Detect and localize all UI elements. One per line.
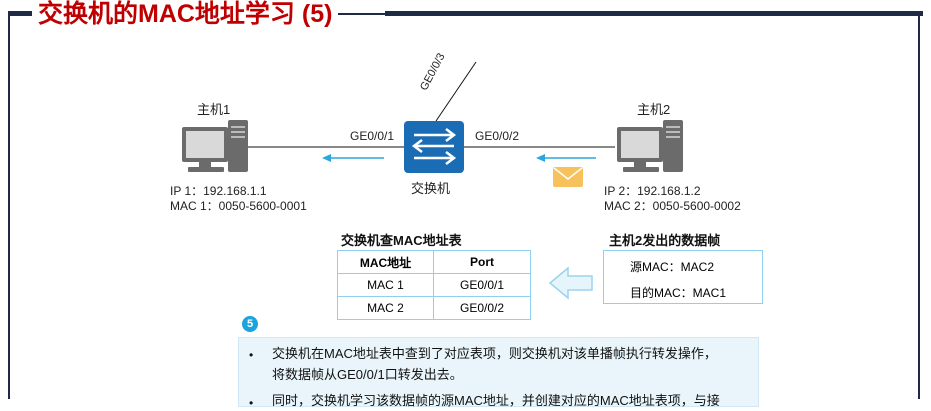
arrow-left-icon xyxy=(536,154,596,162)
switch-label: 交换机 xyxy=(411,181,451,196)
notes-box: • 交换机在MAC地址表中查到了对应表项，则交换机对该单播帧执行转发操作， 将数… xyxy=(238,337,759,410)
link-uplink xyxy=(435,61,477,122)
table-header-cell: MAC地址 xyxy=(337,250,434,274)
data-frame-src: 源MAC：MAC2 xyxy=(630,260,715,274)
port-left-label: GE0/0/1 xyxy=(350,129,395,143)
computer-icon xyxy=(182,120,248,172)
data-frame-dst: 目的MAC：MAC1 xyxy=(630,286,727,300)
note-line-2: 将数据帧从GE0/0/1口转发出去。 xyxy=(272,367,463,382)
table-cell: GE0/0/2 xyxy=(433,296,531,320)
table-cell: GE0/0/1 xyxy=(433,273,531,297)
table-row: MAC 1 GE0/0/1 xyxy=(337,273,531,297)
host1-mac: MAC 1：0050-5600-0001 xyxy=(170,199,307,213)
host2-mac: MAC 2：0050-5600-0002 xyxy=(604,199,741,213)
host2-ip: IP 2：192.168.1.2 xyxy=(604,184,701,198)
computer-icon xyxy=(617,120,683,172)
table-cell: MAC 2 xyxy=(337,296,434,320)
table-header-cell: Port xyxy=(433,250,531,274)
title-bar: 交换机的MAC地址学习 (5) xyxy=(32,0,339,28)
arrow-left-icon xyxy=(322,154,384,162)
host2-name: 主机2 xyxy=(637,102,671,117)
host1-name: 主机1 xyxy=(197,102,231,117)
mac-table-title: 交换机查MAC地址表 xyxy=(341,233,462,248)
bullet-icon: • xyxy=(249,396,254,410)
port-right-label: GE0/0/2 xyxy=(475,129,520,143)
switch-icon xyxy=(404,121,464,173)
mac-address-table: MAC地址 Port MAC 1 GE0/0/1 MAC 2 GE0/0/2 xyxy=(337,250,531,320)
envelope-icon xyxy=(553,167,583,187)
data-frame-box: 源MAC：MAC2 目的MAC：MAC1 xyxy=(603,250,763,304)
title-rule-right xyxy=(385,11,923,16)
bullet-icon: • xyxy=(249,348,254,362)
note-line-1: 交换机在MAC地址表中查到了对应表项，则交换机对该单播帧执行转发操作， xyxy=(272,346,717,361)
table-header-row: MAC地址 Port xyxy=(337,250,531,274)
title-rule-left xyxy=(8,11,36,16)
table-cell: MAC 1 xyxy=(337,273,434,297)
host1-ip: IP 1：192.168.1.1 xyxy=(170,184,267,198)
step-badge: 5 xyxy=(242,316,258,332)
table-row: MAC 2 GE0/0/2 xyxy=(337,296,531,320)
arrow-left-icon xyxy=(548,266,593,300)
data-frame-title: 主机2发出的数据帧 xyxy=(609,233,721,248)
note-line-3: 同时，交换机学习该数据帧的源MAC地址，并创建对应的MAC地址表项，与接 xyxy=(272,393,720,408)
network-diagram xyxy=(182,61,683,300)
page-title: 交换机的MAC地址学习 (5) xyxy=(38,0,333,28)
